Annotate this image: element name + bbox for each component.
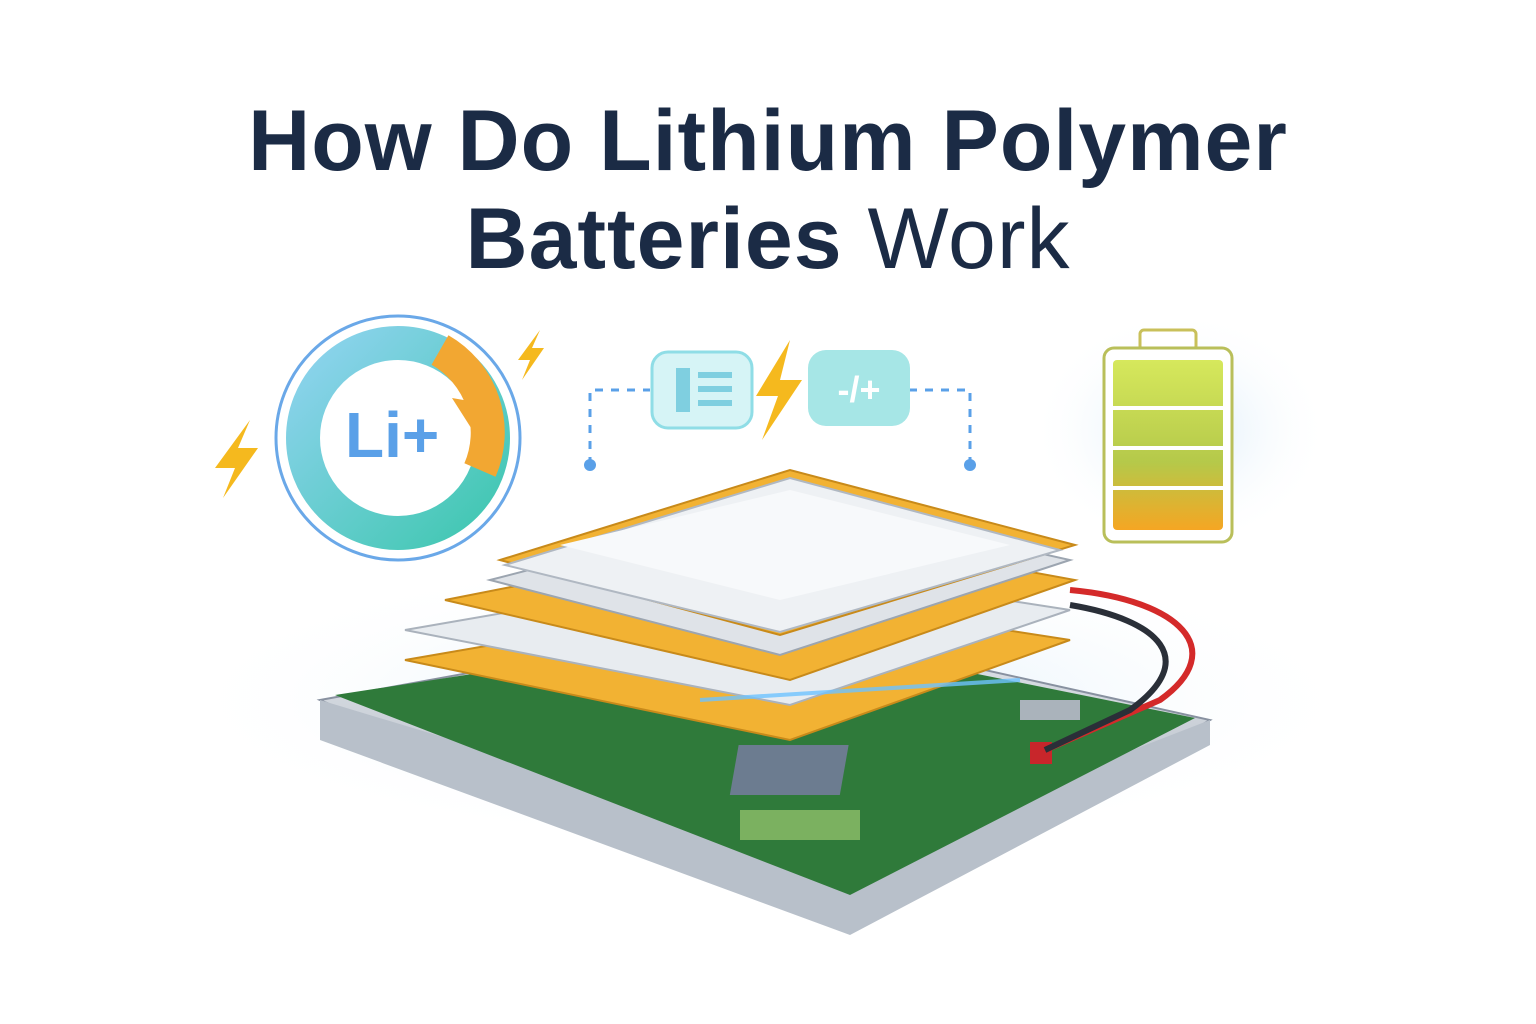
title-line-1: How Do Lithium Polymer: [248, 93, 1288, 189]
lithium-ion-cycle-icon: [274, 314, 522, 562]
connection-lines: [588, 388, 972, 465]
plus-minus-icon: -/+: [808, 350, 910, 426]
polymer-cell-stack: [404, 468, 1079, 742]
svg-text:-/+: -/+: [837, 369, 880, 410]
lithium-ion-label: Li+: [345, 399, 440, 471]
red-wire: [1048, 587, 1196, 751]
title-word-batteries: Batteries: [465, 191, 843, 287]
circuit-board: [316, 618, 1213, 935]
document-list-icon: [650, 350, 754, 430]
battery-level-icon: [1102, 328, 1234, 544]
lightning-icon: [215, 330, 544, 498]
title-line-2: Batteries Work: [0, 190, 1536, 289]
title-word-work: Work: [867, 191, 1071, 287]
black-wire: [1043, 602, 1169, 753]
charge-lightning-icon: [756, 340, 802, 440]
